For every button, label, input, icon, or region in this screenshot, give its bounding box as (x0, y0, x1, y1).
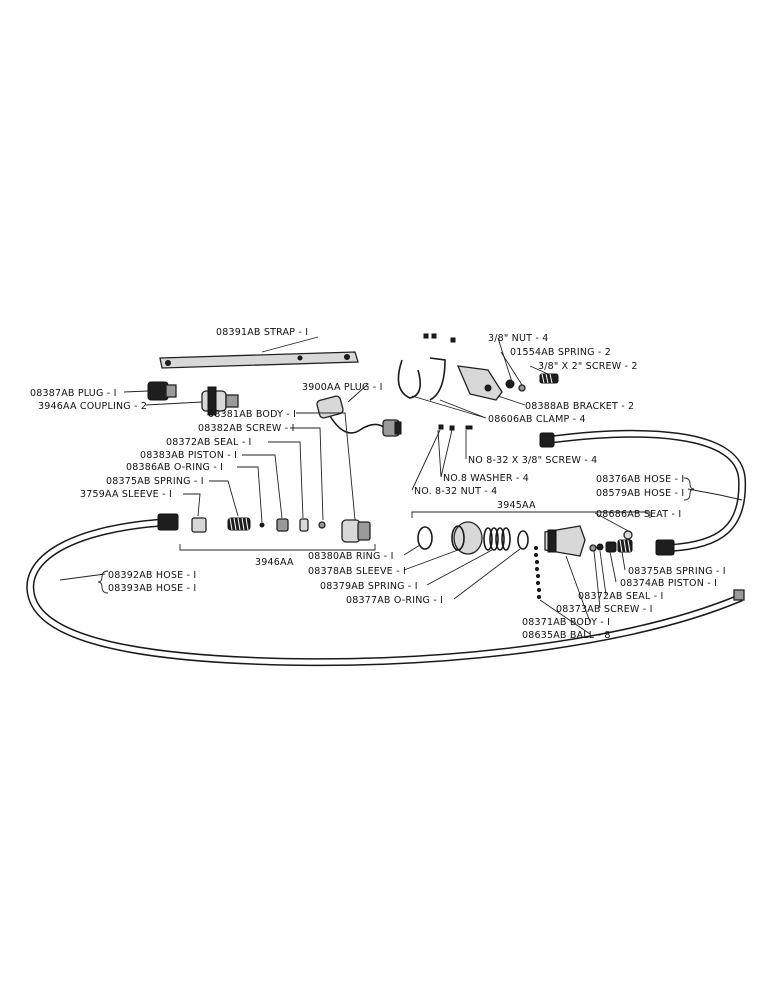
plug-08387-part (147, 381, 177, 401)
label-oring-08386: 08386AB O-RING - I (126, 462, 223, 473)
label-clamp: 08606AB CLAMP - 4 (488, 414, 586, 425)
seal-right-part (596, 543, 604, 551)
screw-left-part (318, 521, 326, 529)
hose-left-brace (97, 570, 109, 594)
hose-right-top-fitting (539, 432, 555, 448)
group-left-bracket (179, 544, 376, 551)
label-piston-08383: 08383AB PISTON - I (140, 450, 237, 461)
spring-right-part (617, 539, 633, 553)
small-screws (438, 424, 473, 431)
label-spring-right: 08375AB SPRING - I (628, 566, 726, 577)
screw-08373-part (589, 544, 597, 552)
coupling-part (201, 386, 239, 416)
hose-left-long (26, 518, 744, 667)
label-sleeve-3759: 3759AA SLEEVE - I (80, 489, 172, 500)
label-screw-38x2: 3/8" X 2" SCREW - 2 (538, 361, 638, 372)
label-group-right: 3945AA (497, 500, 536, 511)
label-nut-38: 3/8" NUT - 4 (488, 333, 548, 344)
bracket-part (456, 365, 503, 401)
sleeve-08378-part (451, 521, 483, 555)
label-hose-08579: 08579AB HOSE - I (596, 488, 684, 499)
seal-left-part (299, 518, 309, 532)
label-coupling: 3946AA COUPLING - 2 (38, 401, 147, 412)
label-group-left: 3946AA (255, 557, 294, 568)
label-nut-832: NO. 8-32 NUT - 4 (414, 486, 497, 497)
body-08371-part (544, 525, 586, 557)
label-hose-08393: 08393AB HOSE - I (108, 583, 196, 594)
spring-bolt-parts (505, 373, 559, 392)
label-hose-08392: 08392AB HOSE - I (108, 570, 196, 581)
hose-right-bottom-fitting (655, 539, 675, 556)
spring-left-part (227, 517, 251, 531)
hose-left-fitting (157, 513, 179, 531)
clamp-parts (397, 333, 456, 401)
label-screw-08382: 08382AB SCREW - I (198, 423, 295, 434)
body-08381-part (341, 519, 371, 543)
label-bracket: 08388AB BRACKET - 2 (525, 401, 634, 412)
strap-part (159, 351, 359, 369)
label-body-08381: 08381AB BODY - I (208, 409, 296, 420)
oring-left-part (259, 522, 265, 528)
label-hose-08376: 08376AB HOSE - I (596, 474, 684, 485)
label-screw-832: NO 8-32 X 3/8" SCREW - 4 (468, 455, 597, 466)
hose-right-brace (683, 477, 695, 501)
piston-08374-part (605, 541, 617, 553)
label-seal-right: 08372AB SEAL - I (578, 591, 664, 602)
oring-08377-part (517, 530, 529, 550)
plug-3900-part (316, 395, 402, 437)
label-spring-01554: 01554AB SPRING - 2 (510, 347, 611, 358)
label-plug-08387: 08387AB PLUG - I (30, 388, 117, 399)
piston-left-part (276, 518, 289, 532)
hose-end-fitting (733, 589, 745, 601)
balls-part (534, 546, 541, 599)
label-body-08371: 08371AB BODY - I (522, 617, 610, 628)
ring-08380-part (417, 526, 433, 550)
label-spring-left: 08375AB SPRING - I (106, 476, 204, 487)
label-ring-08380: 08380AB RING - I (308, 551, 394, 562)
label-plug-3900: 3900AA PLUG - I (302, 382, 383, 393)
label-spring-08379: 08379AB SPRING - I (320, 581, 418, 592)
label-ball: 08635AB BALL - 8 (522, 630, 611, 641)
label-oring-08377: 08377AB O-RING - I (346, 595, 443, 606)
hose-right-loop (544, 429, 747, 552)
label-strap: 08391AB STRAP - I (216, 327, 308, 338)
label-piston-08374: 08374AB PISTON - I (620, 578, 717, 589)
spring-08379-part (483, 527, 511, 551)
sleeve-3759-part (191, 517, 207, 533)
label-sleeve-08378: 08378AB SLEEVE - I (308, 566, 406, 577)
label-seat: 08686AB SEAT - I (596, 509, 681, 520)
label-washer: NO.8 WASHER - 4 (443, 473, 529, 484)
leader-lines (59, 336, 743, 635)
label-screw-08373: 08373AB SCREW - I (556, 604, 653, 615)
group-right-bracket (411, 511, 651, 518)
label-seal-left: 08372AB SEAL - I (166, 437, 252, 448)
